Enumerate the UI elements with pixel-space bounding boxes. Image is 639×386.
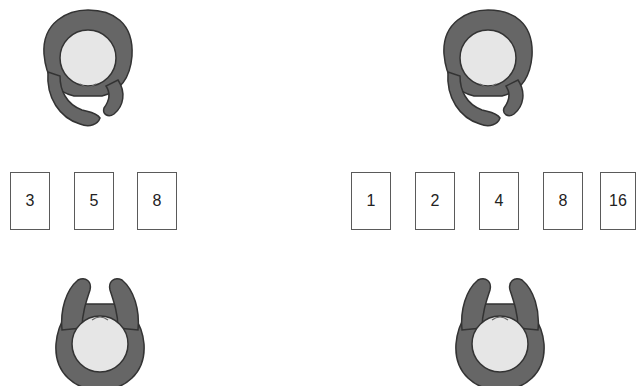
card-number: 2 <box>431 193 440 209</box>
card-number: 4 <box>495 193 504 209</box>
card-number: 1 <box>367 193 376 209</box>
number-card: 1 <box>351 172 391 230</box>
number-card: 2 <box>415 172 455 230</box>
top-player <box>44 10 132 126</box>
number-card: 4 <box>479 172 519 230</box>
number-card: 5 <box>74 172 114 230</box>
top-player <box>444 10 532 126</box>
number-card: 3 <box>10 172 50 230</box>
card-number: 3 <box>26 193 35 209</box>
card-number: 8 <box>153 193 162 209</box>
bottom-player <box>456 279 544 386</box>
card-number: 16 <box>609 193 627 209</box>
card-number: 5 <box>90 193 99 209</box>
number-card: 8 <box>543 172 583 230</box>
card-number: 8 <box>559 193 568 209</box>
bottom-player <box>56 279 144 386</box>
number-card: 8 <box>137 172 177 230</box>
number-card: 16 <box>600 172 636 230</box>
